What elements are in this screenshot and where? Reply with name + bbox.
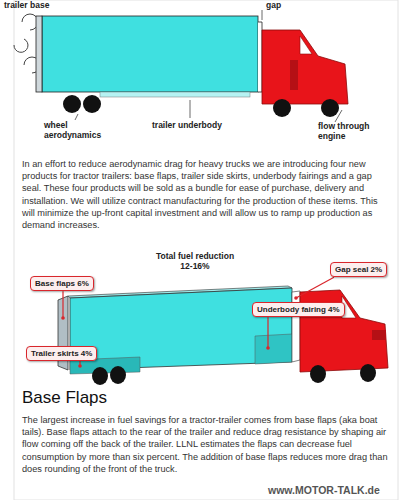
callout-box: Trailer skirts 4% (26, 346, 97, 361)
callout-text: Gap seal 2% (335, 265, 382, 274)
callout-text: Base flaps 6% (35, 279, 89, 288)
leader-line (62, 291, 63, 318)
callout-box: Underbody fairing 4% (252, 302, 345, 317)
part-label: wheel aerodynamics (44, 121, 104, 141)
section-heading: Base Flaps (22, 388, 222, 408)
truck-side-view (14, 10, 348, 122)
leader-line (267, 317, 268, 348)
leader-dot (78, 364, 82, 368)
callout-text: Trailer skirts 4% (31, 349, 92, 358)
leader-dot (61, 316, 65, 320)
part-label: flow through engine (318, 122, 388, 142)
body-paragraph: In an effort to reduce aerodynamic drag … (22, 158, 392, 231)
part-label: trailer base (4, 1, 74, 11)
leader-dot (294, 296, 298, 300)
truck-perspective-view (58, 286, 388, 385)
callout-box: Gap seal 2% (330, 262, 387, 277)
leader-dot (266, 346, 270, 350)
part-label: trailer underbody (152, 121, 242, 131)
callout-text: Underbody fairing 4% (257, 305, 340, 314)
chart-heading: Total fuel reduction 12-16% (150, 252, 240, 272)
part-label: gap (266, 1, 296, 11)
leader-line (296, 277, 334, 298)
page-frame (14, 0, 398, 500)
body-paragraph: The largest increase in fuel savings for… (22, 414, 392, 475)
callout-box: Base flaps 6% (30, 276, 94, 291)
watermark: www.MOTOR-TALK.de (268, 484, 406, 496)
